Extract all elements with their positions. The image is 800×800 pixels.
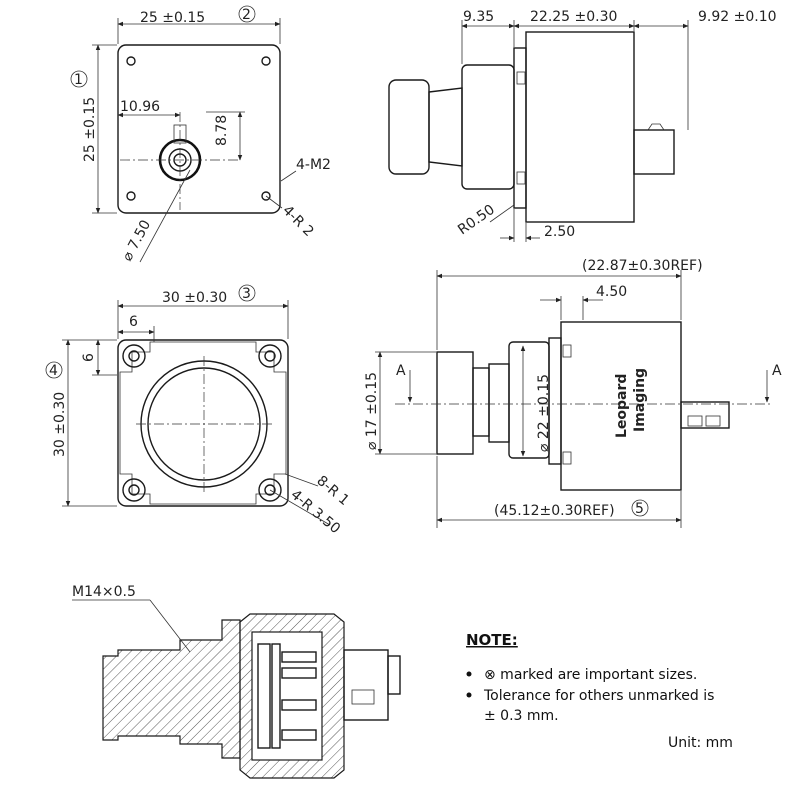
marker-2: 2 [242, 7, 251, 23]
front-plate [117, 339, 289, 507]
note-item-2: Tolerance for others unmarked is [483, 688, 714, 704]
note-item-1: ⊗ marked are important sizes. [484, 667, 697, 683]
dim-2-50: 2.50 [544, 224, 575, 240]
label-m14x05: M14×0.5 [72, 584, 136, 600]
label-r050: R0.50 [455, 202, 498, 239]
section-lens-body [102, 619, 241, 759]
plate-outline [117, 44, 281, 214]
label-4-m2: 4-M2 [296, 157, 331, 173]
dim-9-35: 9.35 [463, 9, 494, 25]
dim-offset-x: 10.96 [120, 99, 160, 115]
label-8-r1: 8-R 1 [313, 473, 352, 509]
dim-mid-width: 30 ±0.30 [162, 290, 227, 306]
dim-22-25: 22.25 ±0.30 [530, 9, 617, 25]
section-a-left: A [396, 363, 406, 379]
marker-4: 4 [49, 363, 58, 379]
note-item-2-cont: ± 0.3 mm. [484, 708, 559, 724]
rear-connector [680, 401, 730, 429]
logo-leopard: Leopard [614, 374, 630, 438]
label-4-r2: 4-R 2 [279, 203, 317, 241]
label-dia-750: ⌀ 7.50 [119, 217, 154, 263]
marker-1: 1 [74, 72, 83, 88]
dim-dia-17: ⌀ 17 ±0.15 [364, 372, 380, 450]
dim-ref-45-12: (45.12±0.30REF) [494, 503, 615, 519]
dim-4-50: 4.50 [596, 284, 627, 300]
section-a-right: A [772, 363, 782, 379]
section-connector [343, 649, 389, 721]
section-cavity [251, 631, 323, 761]
lens-mount-inner [147, 367, 261, 481]
dim-inset-y: 6 [81, 353, 97, 362]
logo-imaging: Imaging [632, 368, 648, 432]
view-top-left [92, 18, 297, 263]
dim-inset-x: 6 [129, 314, 138, 330]
view-section [72, 599, 401, 779]
dim-offset-y: 8.78 [214, 115, 230, 146]
mount-hole [126, 56, 136, 66]
dim-dia-22: ⌀ 22 ±0.15 [536, 374, 552, 452]
note-block: NOTE: ⊗ marked are important sizes. Tole… [466, 631, 733, 751]
dim-mid-height: 30 ±0.30 [52, 392, 68, 457]
dim-top-width: 25 ±0.15 [140, 10, 205, 26]
view-top-right [388, 20, 689, 242]
mount-hole [261, 191, 271, 201]
front-lens [436, 351, 474, 455]
note-unit: Unit: mm [668, 735, 733, 751]
dim-top-height: 25 ±0.15 [82, 97, 98, 162]
lens-cap [388, 79, 430, 175]
note-title: NOTE: [466, 631, 518, 649]
marker-5: 5 [635, 501, 644, 517]
dim-ref-22-87: (22.87±0.30REF) [582, 258, 703, 274]
mount-hole [126, 191, 136, 201]
connector [633, 129, 675, 175]
dim-9-92: 9.92 ±0.10 [698, 9, 777, 25]
view-middle-right [375, 270, 770, 528]
lens-barrel [461, 64, 515, 190]
mount-hole [261, 56, 271, 66]
view-middle-left [62, 300, 331, 526]
body [525, 31, 635, 223]
marker-3: 3 [242, 286, 251, 302]
